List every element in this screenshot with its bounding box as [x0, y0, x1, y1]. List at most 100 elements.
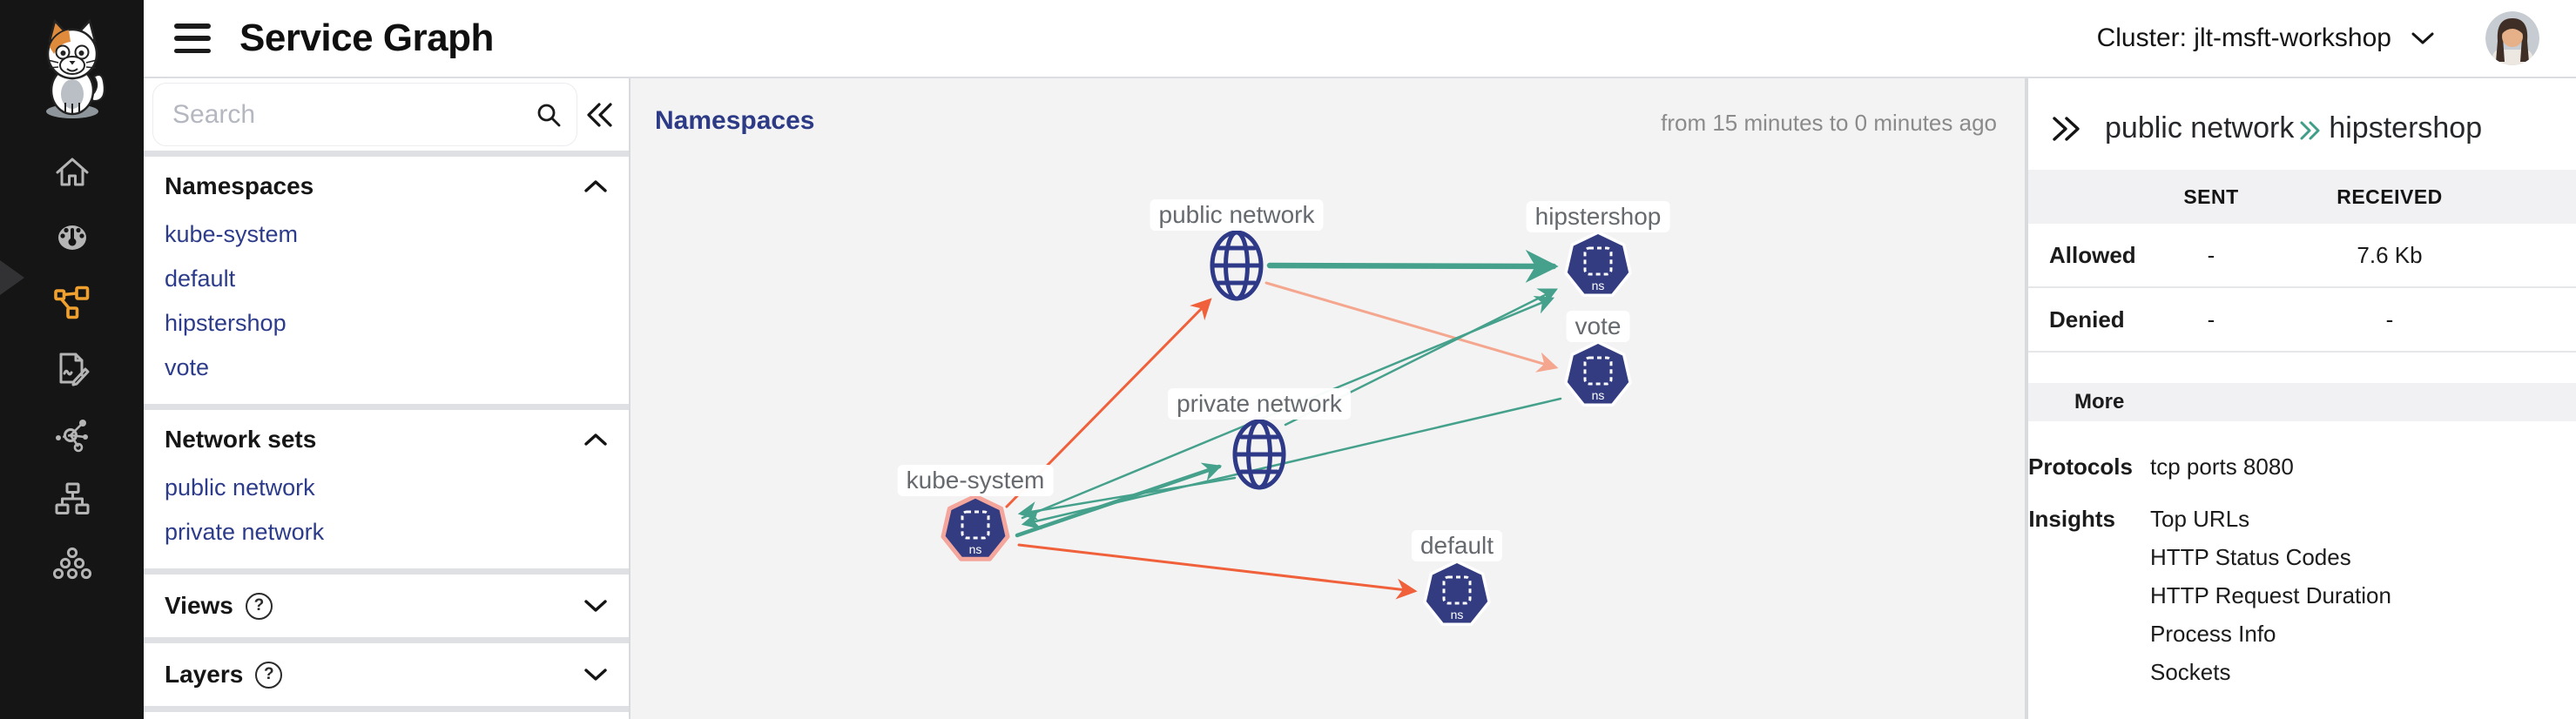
graph-edge-public-network-to-vote[interactable]: [1264, 281, 1559, 373]
row-label: Allowed: [2049, 241, 2136, 268]
section-layers: Layers ?: [144, 643, 629, 706]
sidebar-item-default[interactable]: default: [165, 265, 236, 292]
graph-node-private-network[interactable]: [1224, 414, 1294, 494]
details-panel: public network hipstershop SENT RECEIVED…: [2026, 78, 2576, 719]
svg-text:ns: ns: [1451, 608, 1464, 622]
insight-top-urls[interactable]: Top URLs: [2150, 506, 2250, 532]
app-rail: [0, 0, 144, 719]
chevron-down-icon: [583, 667, 608, 682]
section-views-header[interactable]: Views ?: [144, 575, 629, 637]
help-icon[interactable]: ?: [245, 592, 273, 620]
section-namespaces: Namespaces kube-system default hipstershop…: [144, 157, 629, 404]
section-title: Namespaces: [165, 172, 314, 199]
node-layer: public network private network ns hipste…: [631, 78, 2025, 719]
sidebar-item-kube-system[interactable]: kube-system: [165, 221, 299, 247]
insight-http-request-duration[interactable]: HTTP Request Duration: [2150, 582, 2391, 608]
edge-target-label[interactable]: hipstershop: [2329, 111, 2483, 144]
edge-direction-icon: [2299, 120, 2322, 141]
table-row-allowed: Allowed - 7.6 Kb: [2028, 224, 2576, 288]
graph-node-default[interactable]: ns: [1422, 556, 1492, 636]
more-label: More: [2074, 390, 2125, 413]
denied-sent-value: -: [2207, 306, 2215, 333]
rail-service-graph-icon[interactable]: [52, 283, 92, 323]
sidebar-item-vote[interactable]: vote: [165, 354, 210, 380]
service-graph-sidebar: Namespaces kube-system default hipstershop…: [144, 78, 629, 719]
section-namespaces-header[interactable]: Namespaces: [144, 157, 629, 211]
time-range-label: from 15 minutes to 0 minutes ago: [1661, 110, 1997, 136]
graph-edge-kube-system-to-default[interactable]: [1017, 543, 1418, 600]
search-icon[interactable]: [535, 101, 563, 129]
rail-reports-icon[interactable]: [52, 348, 92, 388]
graph-node-public-network[interactable]: [1202, 225, 1271, 306]
sidebar-filler: [144, 712, 629, 719]
protocols-label: Protocols: [2028, 454, 2133, 480]
cluster-label: Cluster: jlt-msft-workshop: [2096, 24, 2391, 52]
user-avatar[interactable]: [2485, 11, 2539, 65]
chevron-down-icon: [583, 598, 608, 614]
insight-process-info[interactable]: Process Info: [2150, 621, 2276, 647]
service-graph-canvas[interactable]: Namespaces from 15 minutes to 0 minutes …: [629, 78, 2026, 719]
chevron-down-icon: [2411, 32, 2434, 44]
table-row-denied: Denied - -: [2028, 288, 2576, 353]
active-item-notch: [0, 260, 24, 295]
graph-node-hipstershop[interactable]: ns: [1563, 227, 1633, 307]
expand-panel-icon[interactable]: [2051, 115, 2080, 143]
section-title: Network sets: [165, 426, 317, 453]
section-network-sets-header[interactable]: Network sets: [144, 410, 629, 464]
svg-text:ns: ns: [969, 542, 982, 556]
section-title: Layers: [165, 661, 244, 688]
help-icon[interactable]: ?: [255, 661, 283, 689]
graph-node-label-private-network[interactable]: private network: [1168, 388, 1351, 420]
column-sent: SENT: [2183, 185, 2239, 208]
menu-toggle-button[interactable]: [174, 24, 211, 53]
rail-cluster-nodes-icon[interactable]: [52, 544, 92, 584]
cluster-selector[interactable]: Cluster: jlt-msft-workshop: [2097, 24, 2435, 53]
graph-edge-vote-to-kube-system[interactable]: [1021, 397, 1562, 530]
more-section-header[interactable]: More: [2028, 383, 2576, 421]
graph-node-vote[interactable]: ns: [1563, 337, 1633, 417]
graph-view-label: Namespaces: [655, 106, 815, 135]
chevron-up-icon: [583, 178, 608, 194]
protocols-value: tcp ports 8080: [2150, 454, 2294, 480]
section-network-sets: Network sets public network private netwo…: [144, 410, 629, 568]
allowed-sent-value: -: [2207, 241, 2215, 268]
svg-text:ns: ns: [1592, 388, 1605, 402]
chevron-up-icon: [583, 432, 608, 447]
search-row: [144, 78, 629, 151]
insight-http-status-codes[interactable]: HTTP Status Codes: [2150, 544, 2351, 570]
graph-node-label-default[interactable]: default: [1411, 530, 1503, 561]
calico-cat-logo[interactable]: [15, 17, 130, 120]
page-title: Service Graph: [239, 17, 494, 59]
graph-node-kube-system[interactable]: ns: [941, 491, 1010, 571]
section-layers-header[interactable]: Layers ?: [144, 643, 629, 706]
graph-edge-public-network-to-hipstershop[interactable]: [1266, 249, 1559, 283]
rail-home-icon[interactable]: [52, 152, 92, 192]
sidebar-item-public-network[interactable]: public network: [165, 474, 315, 501]
rail-network-molecule-icon[interactable]: [52, 413, 92, 454]
search-input[interactable]: [153, 99, 535, 130]
edge-source-label[interactable]: public network: [2105, 111, 2295, 144]
rail-dashboard-gauge-icon[interactable]: [52, 218, 92, 258]
top-bar: Service Graph Cluster: jlt-msft-workshop: [144, 0, 2576, 78]
column-received: RECEIVED: [2337, 185, 2443, 208]
traffic-table-header: SENT RECEIVED: [2028, 170, 2576, 224]
graph-node-label-public-network[interactable]: public network: [1150, 199, 1324, 231]
denied-received-value: -: [2385, 306, 2394, 333]
rail-hierarchy-icon[interactable]: [52, 479, 92, 519]
sidebar-item-hipstershop[interactable]: hipstershop: [165, 310, 287, 336]
insight-sockets[interactable]: Sockets: [2150, 659, 2231, 685]
row-label: Denied: [2049, 306, 2125, 333]
protocols-row: Protocols tcp ports 8080: [2028, 447, 2576, 486]
sidebar-item-private-network[interactable]: private network: [165, 519, 325, 545]
rail-nav: [0, 120, 144, 584]
graph-node-label-hipstershop[interactable]: hipstershop: [1526, 201, 1670, 232]
graph-node-label-kube-system[interactable]: kube-system: [897, 465, 1054, 496]
insights-label: Insights: [2028, 506, 2115, 532]
section-title: Views: [165, 592, 233, 619]
allowed-received-value: 7.6 Kb: [2357, 241, 2423, 268]
collapse-sidebar-icon[interactable]: [586, 102, 614, 128]
graph-node-label-vote[interactable]: vote: [1566, 311, 1630, 342]
selected-edge-title: public network hipstershop: [2105, 111, 2482, 145]
